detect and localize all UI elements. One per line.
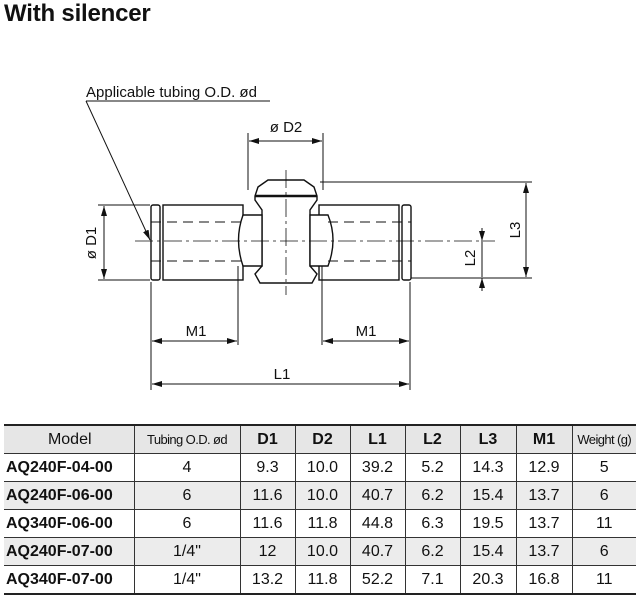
cell-m1: 13.7: [515, 537, 573, 566]
cell-l2: 6.2: [404, 481, 461, 510]
cell-l2: 7.1: [404, 565, 461, 595]
cell-l2: 5.2: [404, 453, 461, 482]
cell-m1: 16.8: [515, 565, 573, 595]
cell-l1: 44.8: [349, 509, 406, 538]
m1-left-label: M1: [186, 323, 207, 340]
cell-model: AQ240F-07-00: [4, 537, 135, 566]
cell-d1: 9.3: [239, 453, 296, 482]
cell-model: AQ240F-06-00: [4, 481, 135, 510]
cell-d1: 11.6: [239, 509, 296, 538]
cell-l3: 15.4: [459, 481, 517, 510]
l3-label: L3: [507, 222, 524, 239]
cell-l1: 40.7: [349, 481, 406, 510]
table-row: AQ240F-07-00 1/4" 12 10.0 40.7 6.2 15.4 …: [4, 537, 636, 566]
cell-l3: 14.3: [459, 453, 517, 482]
cell-tubing-od: 1/4": [133, 537, 241, 566]
cell-tubing-od: 6: [133, 509, 241, 538]
table-row: AQ340F-06-00 6 11.6 11.8 44.8 6.3 19.5 1…: [4, 509, 636, 538]
cell-m1: 13.7: [515, 481, 573, 510]
callout-label: Applicable tubing O.D. ød: [86, 84, 257, 101]
cell-weight: 6: [571, 481, 636, 510]
cell-l3: 19.5: [459, 509, 517, 538]
cell-d2: 10.0: [294, 537, 351, 566]
cell-d2: 10.0: [294, 453, 351, 482]
header-d2: D2: [294, 424, 351, 454]
cell-model: AQ340F-07-00: [4, 565, 135, 595]
cell-model: AQ340F-06-00: [4, 509, 135, 538]
header-weight: Weight (g): [571, 424, 636, 454]
cell-l2: 6.2: [404, 537, 461, 566]
cell-d2: 11.8: [294, 565, 351, 595]
cell-l3: 15.4: [459, 537, 517, 566]
cell-tubing-od: 1/4": [133, 565, 241, 595]
cell-d1: 12: [239, 537, 296, 566]
table-row: AQ240F-06-00 6 11.6 10.0 40.7 6.2 15.4 1…: [4, 481, 636, 510]
cell-d1: 11.6: [239, 481, 296, 510]
table-header-row: Model Tubing O.D. ød D1 D2 L1 L2 L3 M1 W…: [4, 424, 636, 454]
cell-l1: 39.2: [349, 453, 406, 482]
header-tubing-od: Tubing O.D. ød: [133, 424, 241, 454]
header-l2: L2: [404, 424, 461, 454]
cell-weight: 11: [571, 509, 636, 538]
l2-label: L2: [462, 250, 479, 267]
table-row: AQ340F-07-00 1/4" 13.2 11.8 52.2 7.1 20.…: [4, 565, 636, 595]
header-l3: L3: [459, 424, 517, 454]
header-model: Model: [4, 424, 135, 454]
header-m1: M1: [515, 424, 573, 454]
cell-weight: 11: [571, 565, 636, 595]
d2-label: ø D2: [270, 119, 303, 136]
cell-weight: 6: [571, 537, 636, 566]
table-row: AQ240F-04-00 4 9.3 10.0 39.2 5.2 14.3 12…: [4, 453, 636, 482]
cell-d2: 10.0: [294, 481, 351, 510]
cell-tubing-od: 4: [133, 453, 241, 482]
m1-right-label: M1: [356, 323, 377, 340]
cell-model: AQ240F-04-00: [4, 453, 135, 482]
cell-tubing-od: 6: [133, 481, 241, 510]
cell-l3: 20.3: [459, 565, 517, 595]
cell-m1: 13.7: [515, 509, 573, 538]
cell-d2: 11.8: [294, 509, 351, 538]
page-title: With silencer: [4, 0, 151, 27]
l1-label: L1: [274, 366, 291, 383]
d1-label: ø D1: [83, 227, 100, 260]
cell-l1: 40.7: [349, 537, 406, 566]
cell-l2: 6.3: [404, 509, 461, 538]
cell-l1: 52.2: [349, 565, 406, 595]
dimensions-table: Model Tubing O.D. ød D1 D2 L1 L2 L3 M1 W…: [4, 424, 636, 595]
cell-m1: 12.9: [515, 453, 573, 482]
cell-weight: 5: [571, 453, 636, 482]
header-d1: D1: [239, 424, 296, 454]
header-l1: L1: [349, 424, 406, 454]
technical-drawing: Applicable tubing O.D. ød ø D2 ø D1 L3 L…: [83, 84, 532, 390]
cell-d1: 13.2: [239, 565, 296, 595]
